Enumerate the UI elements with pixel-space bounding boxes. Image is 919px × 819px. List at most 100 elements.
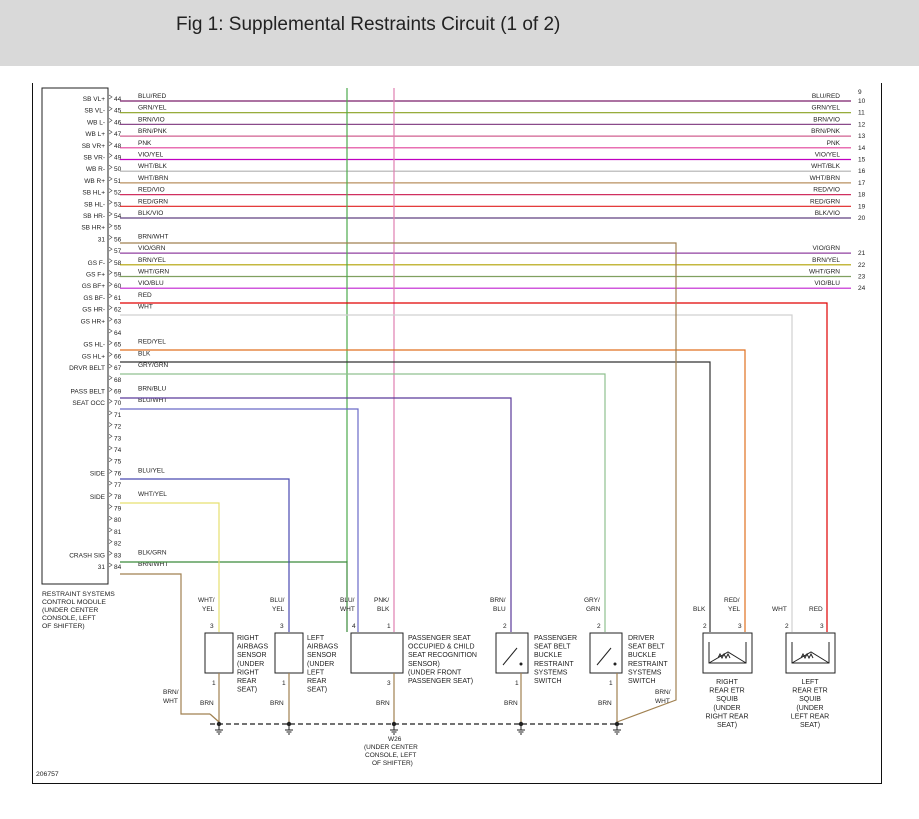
left-rear-etr-squib-desc-line: LEFT REAR (791, 713, 829, 720)
pin-chevron (108, 141, 113, 147)
wire-label: BRN/WHT (138, 233, 168, 240)
connector-number: 24 (858, 285, 866, 292)
pin-number: 57 (114, 248, 122, 255)
pin-chevron (108, 504, 113, 509)
right-wire-label: BRN/VIO (813, 116, 840, 123)
lab-wire-1: BLU/ (270, 597, 285, 604)
ground-label: W26 (388, 736, 402, 743)
passenger-seat-occupied-sensor-desc-line: (UNDER FRONT (408, 669, 462, 676)
right-airbags-sensor-desc-line: SEAT) (237, 687, 257, 694)
svg-text:(UNDER CENTER: (UNDER CENTER (364, 744, 418, 751)
wire-78 (120, 502, 220, 632)
pin-number: 76 (114, 470, 122, 477)
signal-label: 31 (98, 236, 106, 243)
svg-text:3: 3 (820, 623, 824, 630)
wire-label: VIO/YEL (138, 152, 164, 159)
driver-seat-belt-switch-desc-line: BUCKLE (628, 652, 656, 659)
connector-number: 16 (858, 168, 866, 175)
seat-occupied-sensor-box (350, 632, 404, 674)
pbelt-wire-2: BLU (493, 606, 506, 613)
pin-chevron (108, 305, 113, 310)
right-wire-label: BLU/RED (812, 93, 840, 100)
right-rear-etr-squib-desc-line: SEAT) (717, 722, 737, 729)
svg-text:3: 3 (210, 623, 214, 630)
module-label-5: OF SHIFTER) (42, 623, 85, 630)
pin-number: 58 (114, 260, 122, 267)
occ-wire-2: WHT (340, 606, 355, 613)
pin-chevron (108, 527, 113, 533)
pin-number: 56 (114, 236, 122, 243)
wire-label: BRN/PNK (138, 128, 168, 135)
rsquib-wire2-2: YEL (728, 606, 741, 613)
pin-number: 71 (114, 412, 122, 419)
pin-number: 81 (114, 529, 122, 536)
brn-wht-right-2: WHT (655, 698, 670, 705)
wire-label: RED (138, 292, 152, 299)
pin-chevron (108, 246, 113, 252)
passenger-seat-belt-switch-desc-line: BUCKLE (534, 652, 562, 659)
dbelt-wire-1: GRY/ (584, 597, 600, 604)
pin-number: 52 (114, 190, 122, 197)
signal-label: GS HR+ (81, 318, 106, 325)
wire-70 (120, 408, 359, 632)
pin-number: 68 (114, 377, 122, 384)
pin-number: 53 (114, 201, 122, 208)
signal-label: 31 (98, 564, 106, 571)
right-wire-label: PNK (827, 140, 841, 147)
brn-wht-right-1: BRN/ (655, 689, 671, 696)
passenger-seat-belt-switch-desc-line: SWITCH (534, 678, 562, 685)
right-wire-label: BLK/VIO (815, 210, 840, 217)
pin-chevron (108, 340, 113, 345)
wire-61 (120, 302, 828, 632)
pbelt-wire-1: BRN/ (490, 597, 506, 604)
left-airbags-sensor-desc-line: SEAT) (307, 687, 327, 694)
passenger-seat-belt-switch-desc-line: SEAT BELT (534, 644, 571, 651)
passenger-switch-contact (502, 647, 518, 666)
svg-text:CONSOLE, LEFT: CONSOLE, LEFT (365, 752, 416, 759)
wire-label: PNK (138, 140, 152, 147)
pin-number: 54 (114, 213, 122, 220)
brn-wht-left-2: WHT (163, 698, 178, 705)
svg-text:3: 3 (280, 623, 284, 630)
wire-label: RED/YEL (138, 339, 166, 346)
pin-number: 84 (114, 564, 122, 571)
svg-text:4: 4 (352, 623, 356, 630)
svg-text:BRN: BRN (504, 700, 518, 707)
pin-number: 55 (114, 225, 122, 232)
wire-label: WHT/BLK (138, 163, 168, 170)
pin-number: 75 (114, 459, 122, 466)
pin-chevron (108, 106, 113, 111)
left-airbags-sensor-desc-line: LEFT (307, 669, 325, 676)
passenger-belt-switch-box (495, 632, 529, 674)
left-airbags-sensor-desc-line: LEFT (307, 635, 325, 642)
driver-seat-belt-switch-desc-line: SEAT BELT (628, 644, 665, 651)
right-squib-symbol (708, 642, 747, 664)
pin-chevron (108, 317, 113, 322)
wire-67 (120, 373, 606, 632)
right-wire-label: VIO/BLU (814, 280, 840, 287)
wire-label: BLU/YEL (138, 467, 165, 474)
wire-label: BLK (138, 350, 151, 357)
connector-number: 21 (858, 250, 866, 257)
right-airbags-sensor-desc-line: (UNDER (237, 661, 264, 668)
signal-label: WB R- (86, 166, 105, 173)
wire-label: BLK/VIO (138, 210, 163, 217)
passenger-seat-occupied-sensor-desc-line: OCCUPIED & CHILD (408, 644, 475, 651)
pin-number: 82 (114, 541, 122, 548)
pin-number: 77 (114, 482, 122, 489)
control-module-box (41, 87, 109, 585)
driver-seat-belt-switch-desc-line: SWITCH (628, 678, 656, 685)
wire-62 (120, 314, 793, 632)
wire-65 (120, 349, 746, 632)
passenger-seat-occupied-sensor-desc-line: SENSOR) (408, 661, 440, 668)
wire-label: BRN/WHT (138, 561, 168, 568)
wire-crash-sig (120, 561, 348, 632)
signal-label: WB L- (87, 119, 105, 126)
pin-number: 74 (114, 447, 122, 454)
lab-wire-2: YEL (272, 606, 285, 613)
pin-number: 66 (114, 353, 122, 360)
signal-label: GS HL+ (82, 353, 106, 360)
wire-label: WHT (138, 304, 153, 311)
right-airbags-sensor-desc-line: AIRBAGS (237, 644, 268, 651)
